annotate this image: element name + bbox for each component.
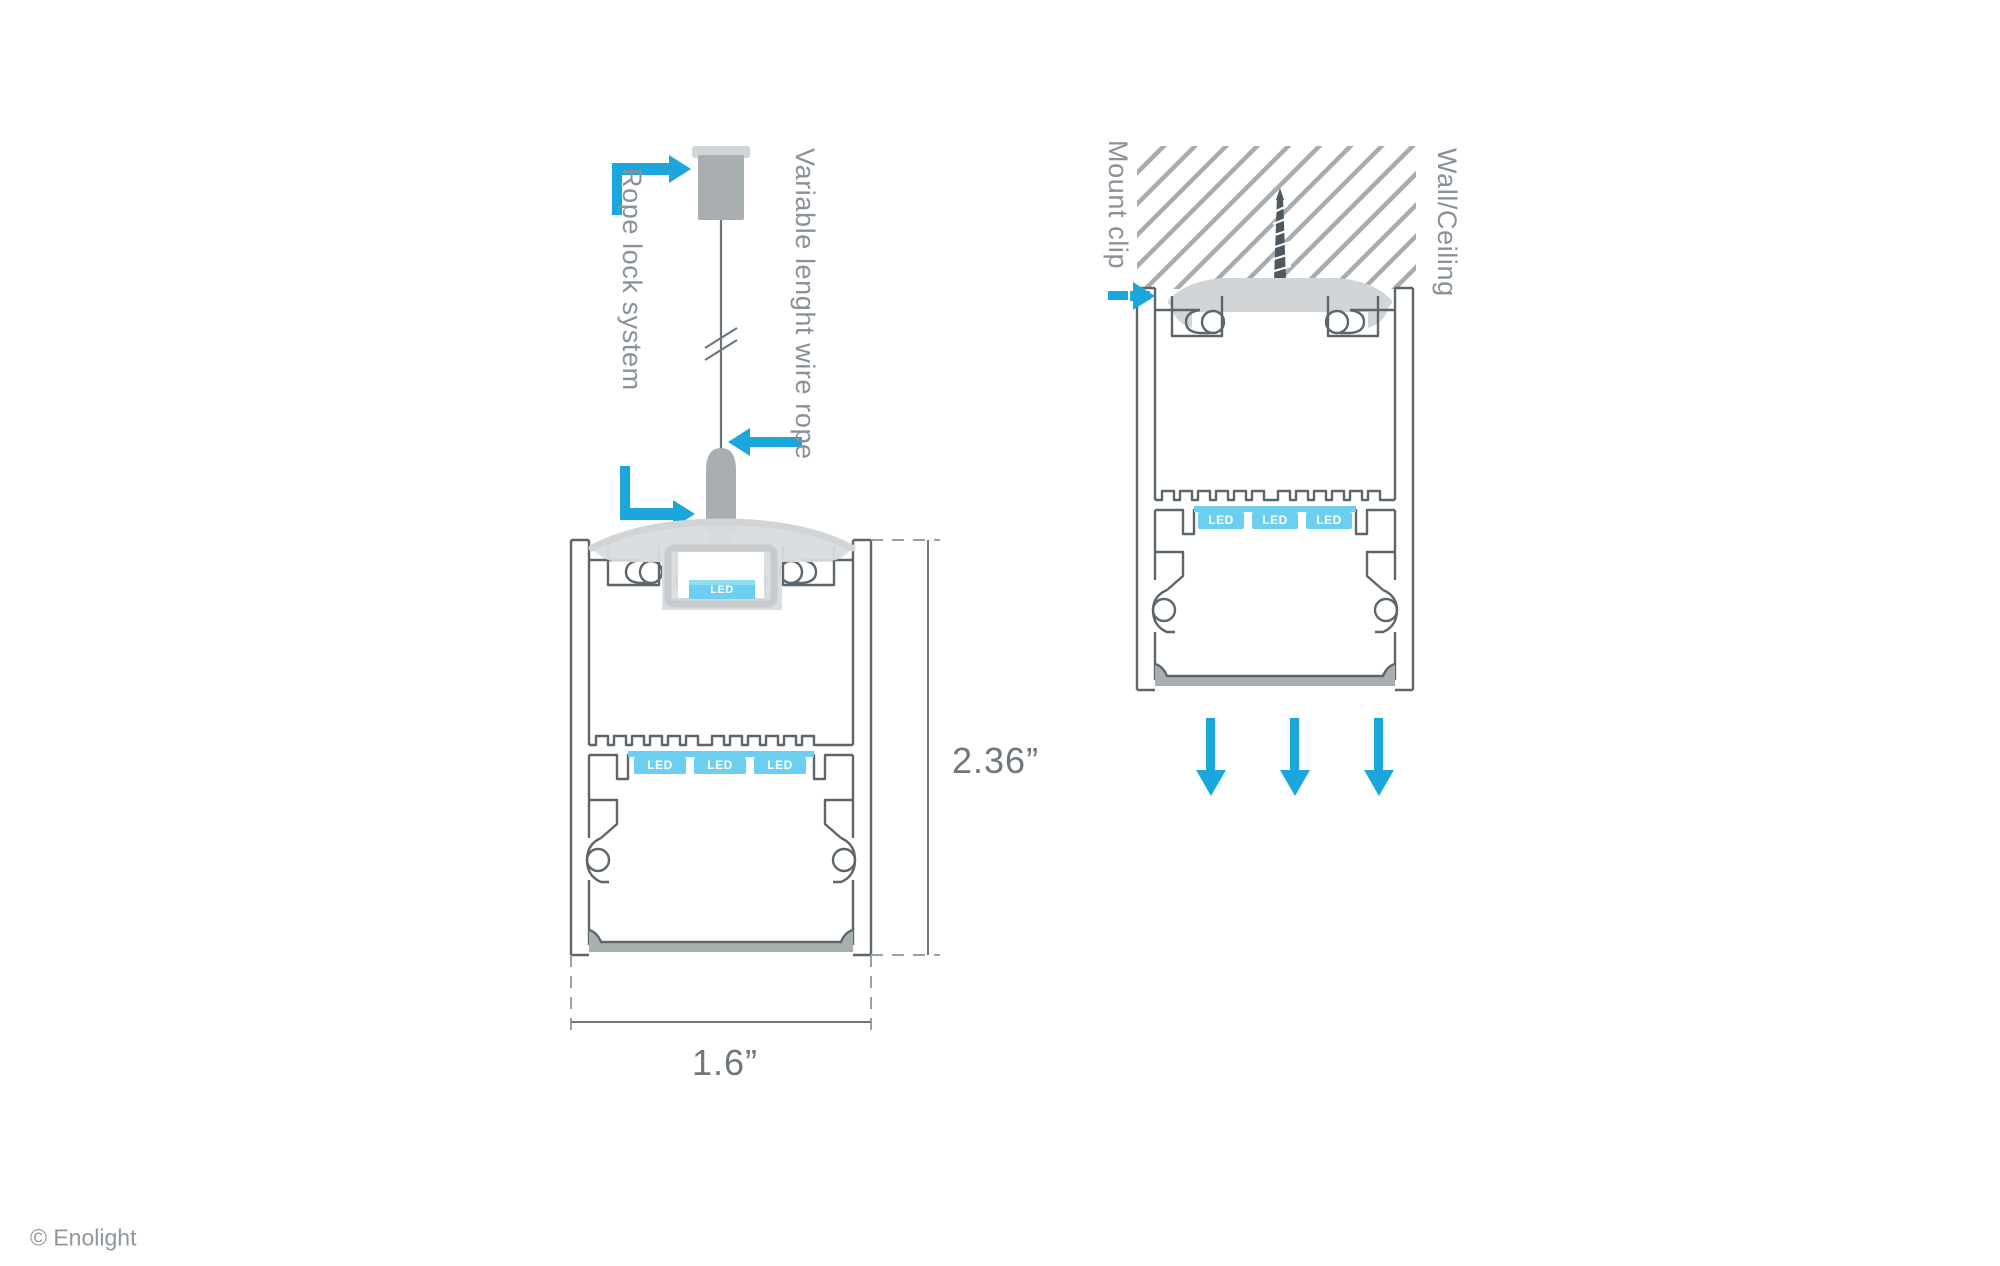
screw-tip bbox=[1276, 188, 1284, 200]
arrow-wire-rope bbox=[728, 428, 802, 456]
r-left-lower-pocket bbox=[1155, 550, 1185, 591]
screw-threads bbox=[1270, 205, 1292, 274]
left-lower-hook-curl bbox=[585, 836, 609, 884]
dimension-height-label: 2.36” bbox=[952, 740, 1040, 781]
bottom-diffuser-outline bbox=[588, 928, 854, 944]
bottom-led-chip-3 bbox=[754, 757, 806, 774]
r-right-hook-circle bbox=[1324, 309, 1350, 335]
r-left-hook-curl bbox=[1184, 308, 1210, 335]
r-heatsink-teeth bbox=[1155, 489, 1395, 502]
break-mark-1 bbox=[704, 327, 738, 349]
led-caption-bottom-2: LED bbox=[707, 758, 733, 772]
top-channel-frame bbox=[664, 544, 778, 608]
right-profile-extrusion bbox=[1135, 286, 1415, 692]
r-led-chip-2 bbox=[1252, 512, 1298, 529]
right-lower-hook-curl bbox=[833, 836, 857, 884]
break-mark-2 bbox=[704, 339, 738, 361]
mount-clip-strip bbox=[1170, 282, 1390, 328]
dimension-width-label: 1.6” bbox=[692, 1042, 759, 1083]
left-hook-curl bbox=[624, 558, 650, 585]
bottom-led-chip-2 bbox=[694, 757, 746, 774]
dimension-lines bbox=[570, 539, 940, 1030]
left-lower-hook-circle bbox=[585, 847, 611, 873]
led-caption-bottom-3: LED bbox=[767, 758, 793, 772]
rope-lock-bullet bbox=[706, 448, 736, 536]
top-channel-curve bbox=[588, 518, 856, 552]
callout-arrows-left bbox=[612, 155, 802, 528]
arrow-mount-clip bbox=[1108, 282, 1155, 310]
light-arrow-2 bbox=[1280, 718, 1310, 796]
bottom-led-strip bbox=[628, 751, 814, 774]
r-led-caption-1: LED bbox=[1208, 513, 1234, 527]
bottom-led-pcb bbox=[628, 751, 814, 757]
copyright-credit: © Enolight bbox=[30, 1224, 137, 1251]
r-led-chip-1 bbox=[1198, 512, 1244, 529]
r-left-lower-hook-circle bbox=[1151, 597, 1177, 623]
r-right-lower-hook-circle bbox=[1373, 597, 1399, 623]
label-rope-lock-system: Rope lock system bbox=[617, 168, 647, 391]
r-led-caption-3: LED bbox=[1316, 513, 1342, 527]
r-bottom-diffuser bbox=[1155, 664, 1395, 686]
light-arrow-1 bbox=[1196, 718, 1226, 796]
bottom-diffuser bbox=[589, 930, 853, 952]
mount-clip-curve bbox=[1168, 278, 1392, 306]
canopy-body bbox=[698, 155, 744, 220]
top-led-chip bbox=[689, 584, 755, 599]
r-left-hook-circle bbox=[1200, 309, 1226, 335]
led-caption-bottom-1: LED bbox=[647, 758, 673, 772]
arrow-rope-lock-bottom bbox=[620, 466, 695, 528]
r-led-chip-3 bbox=[1306, 512, 1352, 529]
left-profile-extrusion bbox=[569, 538, 873, 957]
r-led-strip bbox=[1194, 506, 1356, 529]
label-mount-clip: Mount clip bbox=[1103, 140, 1133, 270]
bottom-led-chip-1 bbox=[634, 757, 686, 774]
top-led-pcb bbox=[689, 580, 755, 585]
led-caption-top: LED bbox=[710, 584, 734, 596]
left-lower-pocket bbox=[589, 798, 619, 839]
arrow-rope-lock-top bbox=[612, 155, 691, 215]
r-right-hook-curl bbox=[1340, 308, 1366, 335]
right-lower-hook-circle bbox=[831, 847, 857, 873]
top-led-strip bbox=[689, 580, 755, 599]
r-right-lower-pocket bbox=[1365, 550, 1395, 591]
right-hook-curl bbox=[792, 558, 818, 585]
label-variable-wire-rope: Variable lenght wire rope bbox=[790, 148, 820, 460]
r-led-caption-2: LED bbox=[1262, 513, 1288, 527]
heatsink-teeth bbox=[589, 734, 853, 747]
light-emission-arrows bbox=[1196, 718, 1394, 796]
right-lower-pocket bbox=[823, 798, 853, 839]
r-bottom-diffuser-outline bbox=[1154, 662, 1396, 678]
r-left-lower-hook-curl bbox=[1151, 588, 1175, 634]
r-right-lower-hook-curl bbox=[1375, 588, 1399, 634]
rope-lock-assembly bbox=[692, 146, 750, 546]
r-led-pcb bbox=[1194, 506, 1356, 512]
light-arrow-3 bbox=[1364, 718, 1394, 796]
label-wall-ceiling: Wall/Ceiling bbox=[1432, 148, 1462, 297]
